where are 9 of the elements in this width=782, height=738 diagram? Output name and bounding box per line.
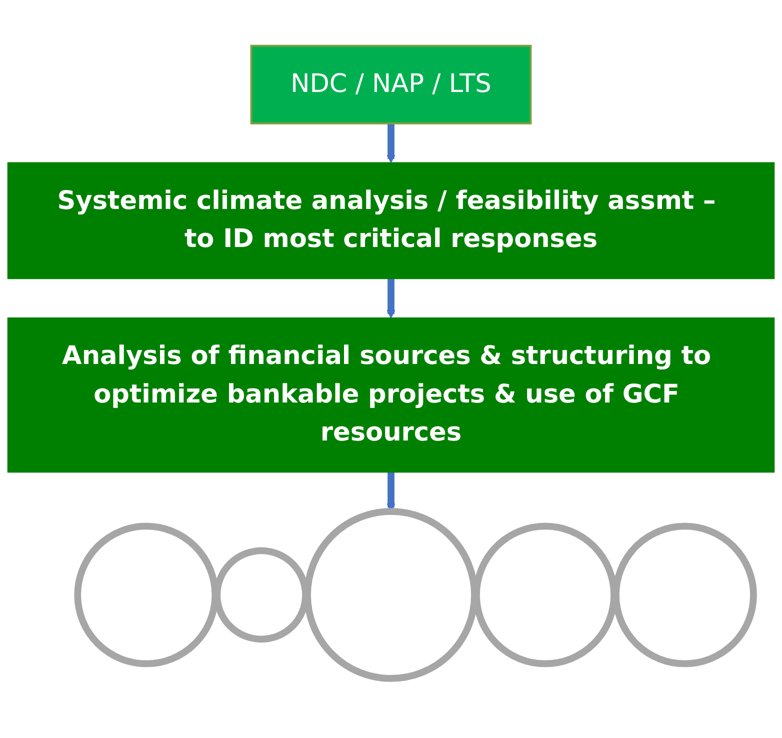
node-circle bbox=[473, 522, 618, 668]
node-circle bbox=[304, 508, 478, 682]
node-box: NDC / NAP / LTS bbox=[250, 44, 532, 124]
node-circle bbox=[74, 522, 219, 668]
arrow bbox=[386, 123, 396, 164]
node-box: Analysis of financial sources & structuring to optimize bankable projects & use of GCF resources bbox=[7, 317, 775, 473]
node-box: Systemic climate analysis / feasibility assmt – to ID most critical responses bbox=[7, 162, 775, 280]
arrow bbox=[386, 278, 396, 318]
node-circle bbox=[612, 522, 757, 668]
